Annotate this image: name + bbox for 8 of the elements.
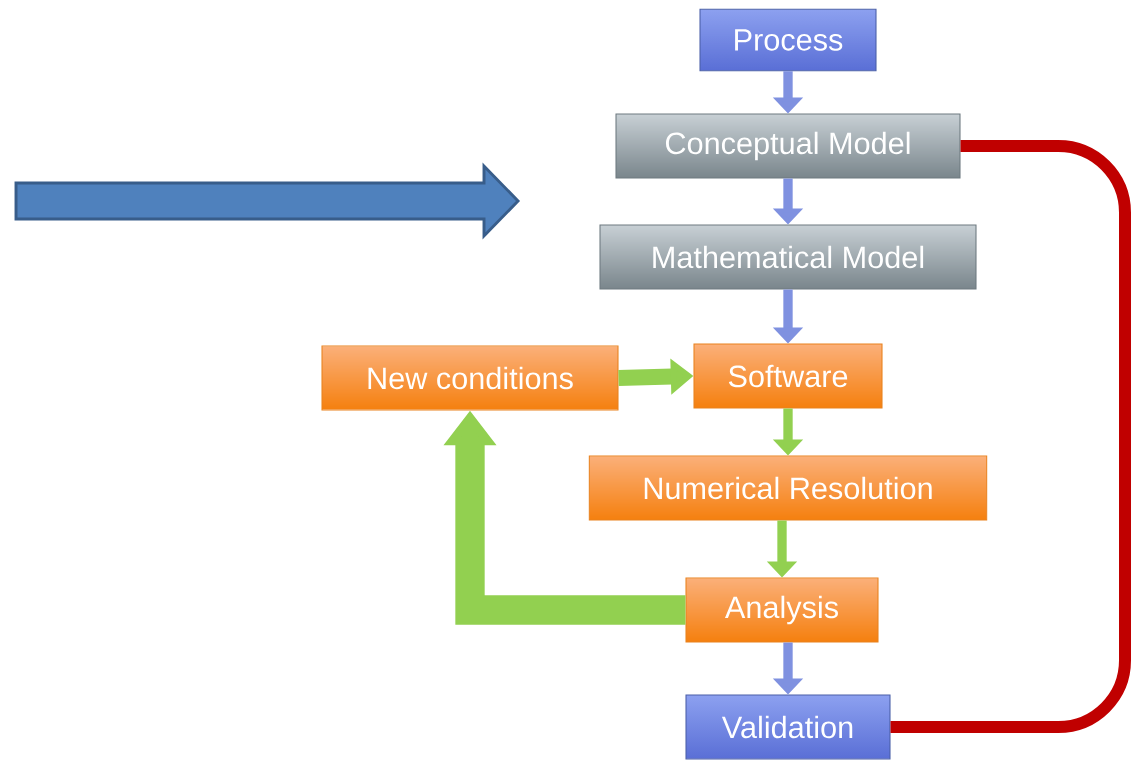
- process-box: Conceptual Model: [615, 113, 961, 179]
- process-box: Mathematical Model: [599, 224, 977, 290]
- process-box: Analysis: [685, 577, 879, 643]
- process-box: Numerical Resolution: [588, 455, 988, 521]
- process-box: Software: [693, 343, 883, 409]
- process-box: Process: [699, 8, 877, 72]
- process-box: Validation: [685, 694, 891, 760]
- process-box: New conditions: [321, 345, 619, 411]
